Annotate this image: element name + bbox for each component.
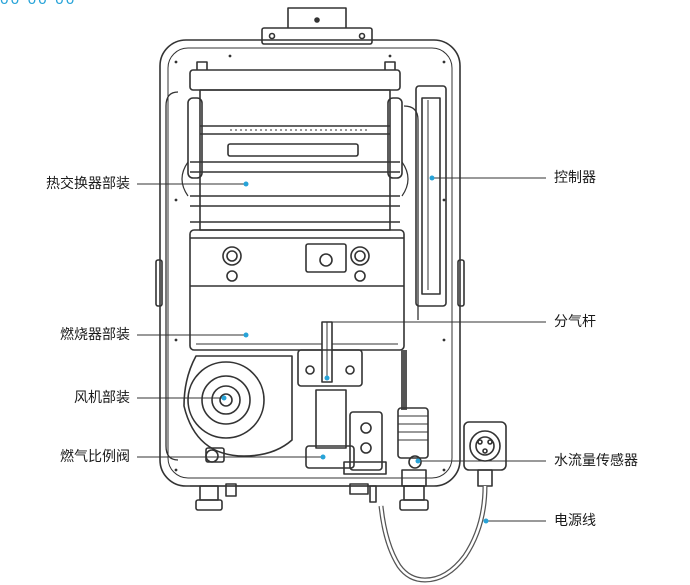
casing-screws	[174, 54, 446, 472]
bottom-fittings	[190, 483, 429, 511]
label-power-cord: 电源线	[554, 513, 596, 529]
water-flow-sensor	[397, 350, 429, 487]
controller	[415, 85, 447, 307]
header-fragment: ᴗᴗ ᴗᴗ ᴗᴗ	[0, 0, 77, 8]
fan-assembly	[183, 355, 293, 463]
leader-lines	[137, 177, 546, 522]
label-flow-sensor: 水流量传感器	[554, 453, 638, 469]
heat-exchanger	[165, 61, 419, 461]
label-burner: 燃烧器部装	[60, 327, 130, 343]
label-gas-rod: 分气杆	[554, 314, 596, 330]
leader-dots	[221, 175, 489, 524]
label-heat-exchanger: 热交换器部装	[46, 176, 130, 192]
gas-proportional-valve	[305, 389, 387, 475]
power-socket	[463, 421, 507, 487]
label-gas-valve: 燃气比例阀	[60, 449, 130, 465]
burner	[189, 229, 405, 351]
label-fan: 风机部装	[74, 390, 130, 406]
power-cord	[378, 485, 488, 583]
mounting-bracket	[261, 7, 373, 45]
gas-rod	[297, 321, 363, 387]
label-controller: 控制器	[554, 170, 596, 186]
outer-casing	[159, 39, 461, 487]
